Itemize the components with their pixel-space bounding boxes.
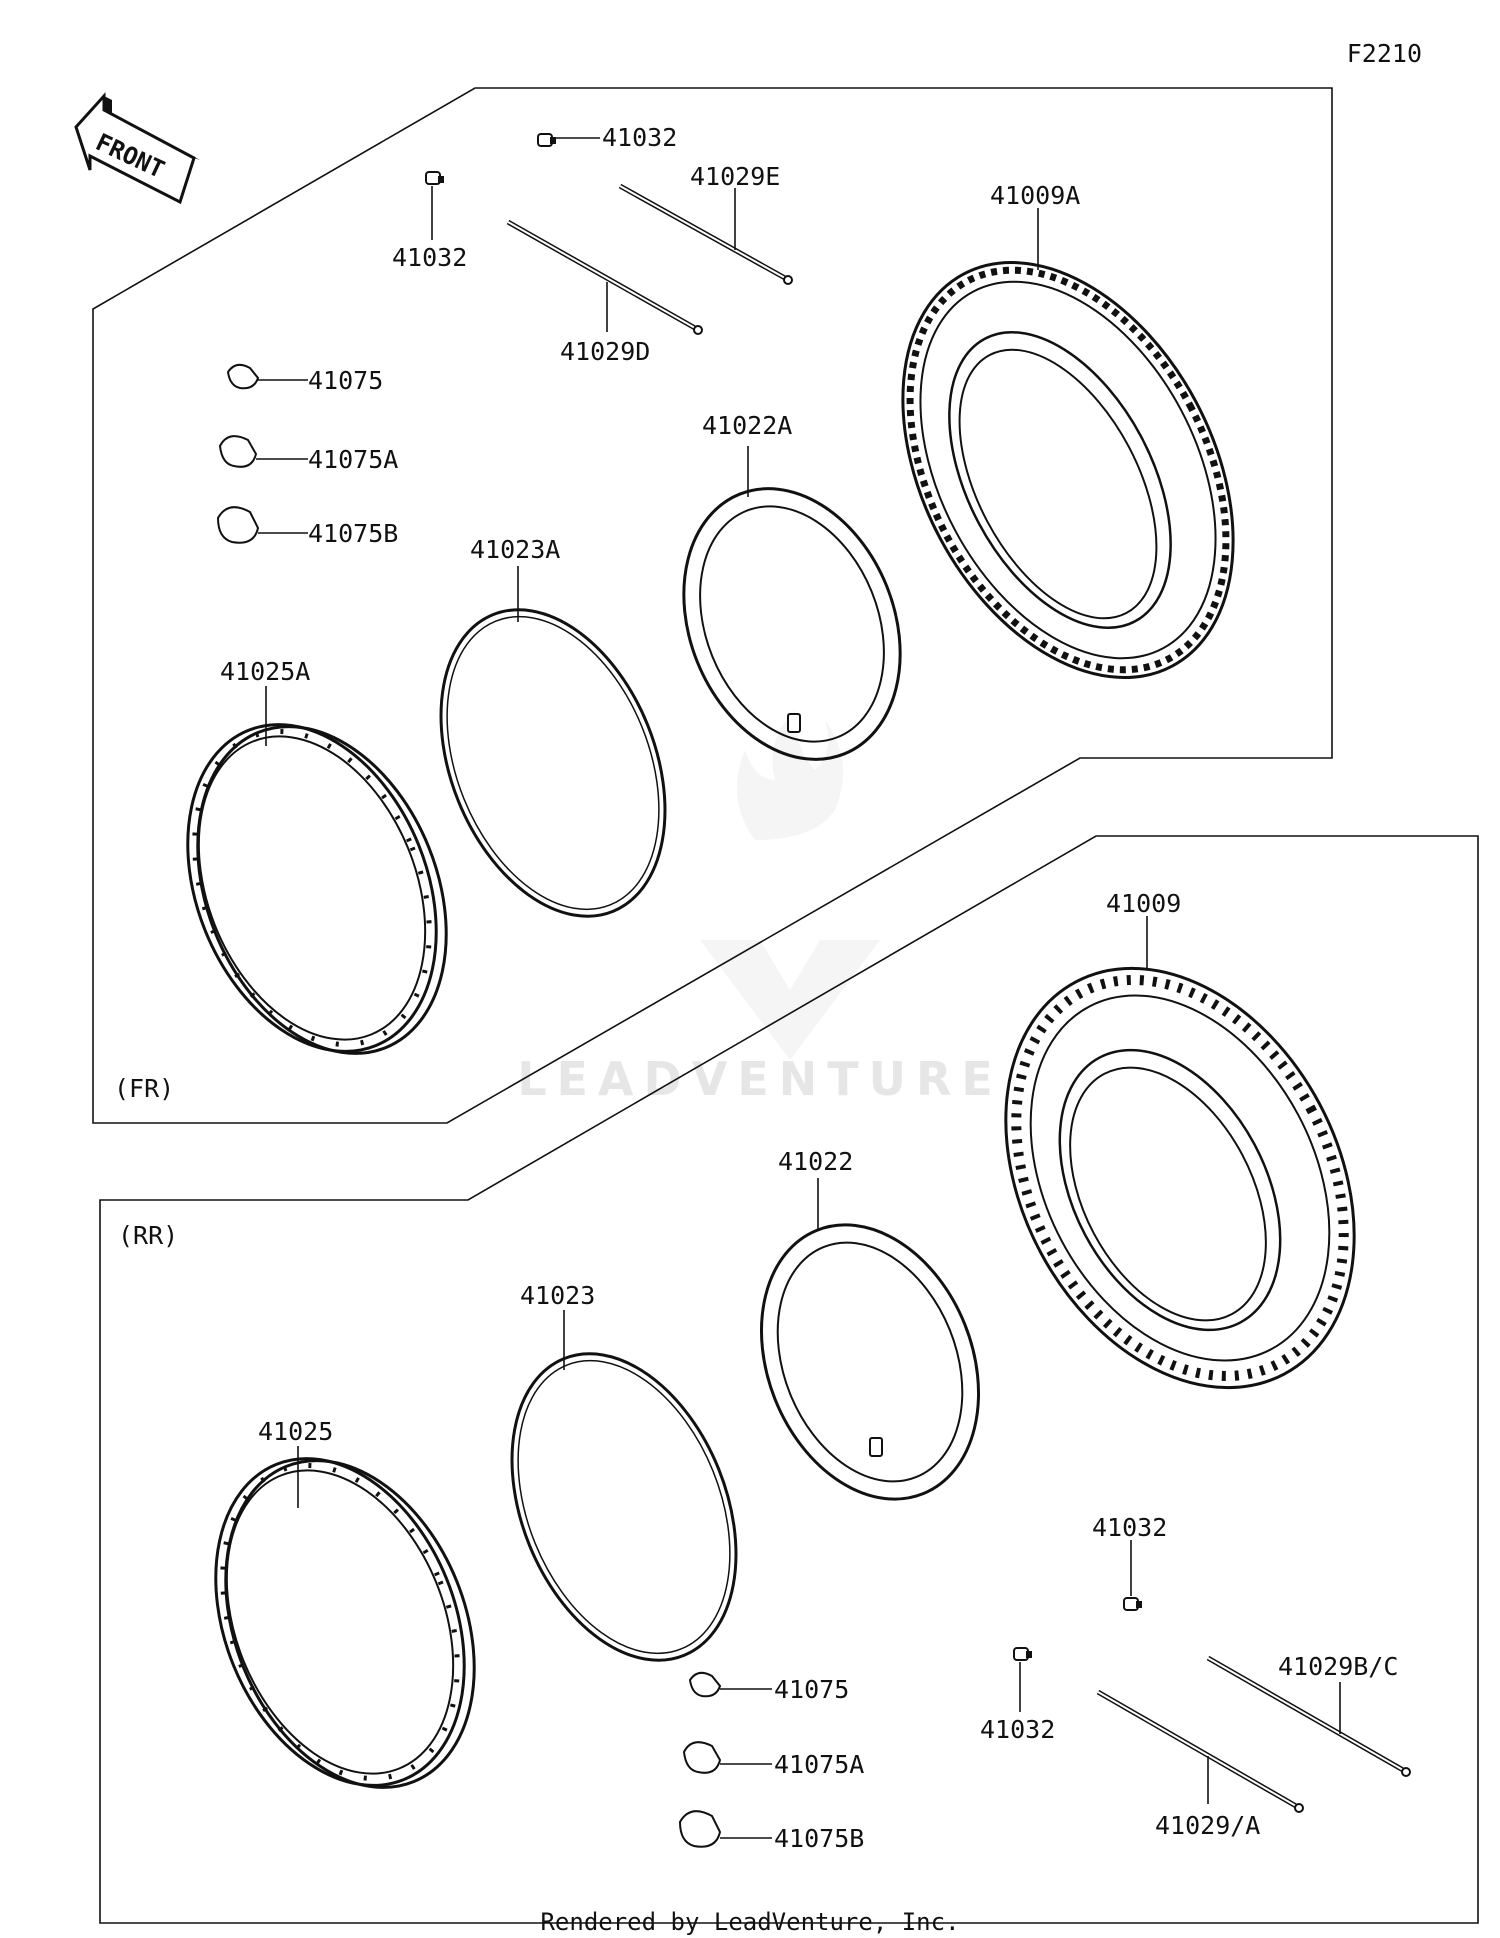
front-tire-part bbox=[901, 261, 1235, 679]
rim-band-part bbox=[226, 363, 260, 390]
front-section-frame bbox=[92, 87, 1333, 1124]
rear-tube-part bbox=[759, 1223, 981, 1501]
rear-rim-part bbox=[214, 1457, 476, 1789]
label-41029E: 41029E bbox=[690, 162, 780, 191]
front-rim-part bbox=[186, 723, 448, 1055]
rear-section-frame bbox=[99, 835, 1479, 1924]
spoke-part bbox=[1096, 1689, 1304, 1813]
rim-band-part bbox=[216, 506, 260, 544]
label-41032: 41032 bbox=[392, 243, 467, 272]
nipple-part bbox=[537, 133, 556, 147]
label-41022: 41022 bbox=[778, 1147, 853, 1176]
spoke-part bbox=[506, 219, 703, 335]
rear-section-label: (RR) bbox=[118, 1221, 178, 1250]
nipple-part bbox=[425, 171, 444, 185]
label-41032: 41032 bbox=[602, 123, 677, 152]
rim-band-part bbox=[682, 1741, 722, 1774]
label-41032: 41032 bbox=[1092, 1513, 1167, 1542]
rear-tire-part bbox=[1004, 966, 1356, 1390]
label-41029A: 41029/A bbox=[1155, 1811, 1260, 1840]
label-41075: 41075 bbox=[774, 1675, 849, 1704]
label-41022A: 41022A bbox=[702, 411, 792, 440]
diagram-code: F2210 bbox=[1347, 39, 1422, 68]
label-41025: 41025 bbox=[258, 1417, 333, 1446]
spoke-part bbox=[618, 183, 793, 285]
nipple-part bbox=[1123, 1597, 1142, 1611]
footer-credit: Rendered by LeadVenture, Inc. bbox=[540, 1908, 959, 1936]
rear-rim-tape-part bbox=[510, 1352, 738, 1662]
label-41009: 41009 bbox=[1106, 889, 1181, 918]
label-41029BC: 41029B/C bbox=[1278, 1652, 1398, 1681]
label-41023A: 41023A bbox=[470, 535, 560, 564]
spoke-part bbox=[1206, 1655, 1411, 1777]
watermark-logo bbox=[700, 710, 880, 1060]
rim-band-part bbox=[688, 1671, 722, 1698]
front-rim-tape-part bbox=[439, 608, 667, 918]
label-41075A: 41075A bbox=[774, 1750, 864, 1779]
label-41075: 41075 bbox=[308, 366, 383, 395]
front-section-label: (FR) bbox=[114, 1074, 174, 1103]
label-41025A: 41025A bbox=[220, 657, 310, 686]
label-41075A: 41075A bbox=[308, 445, 398, 474]
nipple-part bbox=[1013, 1647, 1032, 1661]
rim-band-part bbox=[218, 435, 258, 468]
label-41023: 41023 bbox=[520, 1281, 595, 1310]
label-41075B: 41075B bbox=[774, 1824, 864, 1853]
front-arrow-icon: FRONT bbox=[74, 92, 200, 205]
front-tube-part bbox=[682, 487, 902, 761]
label-41029D: 41029D bbox=[560, 337, 650, 366]
label-41075B: 41075B bbox=[308, 519, 398, 548]
label-41009A: 41009A bbox=[990, 181, 1080, 210]
watermark-text: LEADVENTURE bbox=[517, 1052, 1003, 1106]
label-41032: 41032 bbox=[980, 1715, 1055, 1744]
rim-band-part bbox=[678, 1810, 722, 1848]
